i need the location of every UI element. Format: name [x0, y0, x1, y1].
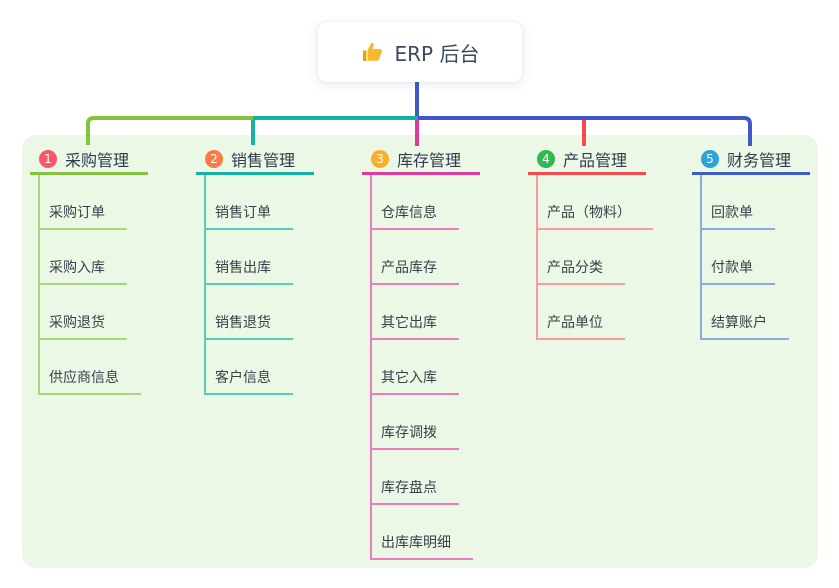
branch-children: 产品（物料） 产品分类产品单位 [528, 175, 698, 340]
child-row: 销售订单 [196, 175, 366, 230]
child-row: 其它出库 [362, 285, 532, 340]
child-row: 产品分类 [528, 230, 698, 285]
child-node[interactable]: 其它入库 [370, 367, 459, 395]
child-row: 供应商信息 [30, 340, 200, 395]
branch-badge-3: 3 [371, 149, 389, 168]
child-node-label: 供应商信息 [49, 370, 119, 386]
child-row: 销售退货 [196, 285, 366, 340]
branch-node-1[interactable]: 1 采购管理 [30, 145, 148, 175]
child-node[interactable]: 仓库信息 [370, 202, 459, 230]
child-row: 结算账户 [692, 285, 839, 340]
child-node[interactable]: 库存盘点 [370, 477, 459, 505]
branch-node-4[interactable]: 4 产品管理 [528, 145, 646, 175]
child-node[interactable]: 客户信息 [204, 367, 293, 395]
child-connector-vline [536, 175, 538, 338]
child-row: 库存盘点 [362, 450, 532, 505]
child-node[interactable]: 销售订单 [204, 202, 293, 230]
child-node[interactable]: 库存调拨 [370, 422, 459, 450]
branch-label: 采购管理 [65, 150, 130, 170]
child-node-label: 库存盘点 [381, 480, 437, 496]
child-node[interactable]: 销售出库 [204, 257, 293, 285]
child-row: 其它入库 [362, 340, 532, 395]
branch-column-4: 4 产品管理产品（物料） 产品分类产品单位 [528, 145, 698, 340]
child-node[interactable]: 采购退货 [38, 312, 127, 340]
child-connector-vline [370, 175, 372, 558]
child-node-label: 销售出库 [215, 260, 271, 276]
child-row: 采购入库 [30, 230, 200, 285]
child-row: 采购订单 [30, 175, 200, 230]
branch-badge-1: 1 [39, 149, 57, 168]
child-connector-vline [700, 175, 702, 338]
connector-blue [415, 82, 752, 146]
child-row: 销售出库 [196, 230, 366, 285]
child-node-label: 其它出库 [381, 315, 437, 331]
mindmap-panel [22, 135, 818, 568]
child-row: 采购退货 [30, 285, 200, 340]
child-node[interactable]: 销售退货 [204, 312, 293, 340]
child-node-label: 库存调拨 [381, 425, 437, 441]
child-node-label: 结算账户 [711, 315, 767, 331]
child-row: 产品库存 [362, 230, 532, 285]
child-node[interactable]: 结算账户 [700, 312, 789, 340]
branch-children: 仓库信息产品库存其它出库其它入库库存调拨库存盘点出库库明细 [362, 175, 532, 560]
root-node-label: ERP 后台 [394, 41, 480, 66]
branch-children: 回款单付款单结算账户 [692, 175, 839, 340]
child-row: 出库库明细 [362, 505, 532, 560]
child-row: 回款单 [692, 175, 839, 230]
branch-label: 库存管理 [397, 150, 462, 170]
child-node-label: 产品单位 [547, 315, 603, 331]
child-node[interactable]: 供应商信息 [38, 367, 141, 395]
branch-label: 销售管理 [231, 150, 296, 170]
branch-children: 采购订单采购入库采购退货供应商信息 [30, 175, 200, 395]
child-node-label: 采购退货 [49, 315, 105, 331]
branch-column-2: 2 销售管理销售订单销售出库销售退货客户信息 [196, 145, 366, 395]
branch-badge-2: 2 [205, 149, 223, 168]
child-node-label: 采购入库 [49, 260, 105, 276]
child-node-label: 产品（物料） [547, 205, 631, 221]
branch-node-3[interactable]: 3 库存管理 [362, 145, 480, 175]
branch-column-3: 3 库存管理仓库信息产品库存其它出库其它入库库存调拨库存盘点出库库明细 [362, 145, 532, 560]
branch-badge-4: 4 [537, 149, 555, 168]
connector-lines [86, 82, 752, 146]
branch-column-1: 1 采购管理采购订单采购入库采购退货供应商信息 [30, 145, 200, 395]
child-node-label: 回款单 [711, 205, 753, 221]
child-node-label: 采购订单 [49, 205, 105, 221]
child-row: 客户信息 [196, 340, 366, 395]
child-row: 产品单位 [528, 285, 698, 340]
branch-badge-5: 5 [701, 149, 719, 168]
child-node-label: 销售订单 [215, 205, 271, 221]
child-node[interactable]: 出库库明细 [370, 532, 473, 560]
child-node-label: 产品库存 [381, 260, 437, 276]
branch-label: 财务管理 [727, 150, 792, 170]
child-node[interactable]: 采购入库 [38, 257, 127, 285]
branch-label: 产品管理 [563, 150, 628, 170]
child-node-label: 销售退货 [215, 315, 271, 331]
child-node-label: 客户信息 [215, 370, 271, 386]
connector-teal [251, 116, 418, 145]
branch-children: 销售订单销售出库销售退货客户信息 [196, 175, 366, 395]
child-node[interactable]: 产品分类 [536, 257, 625, 285]
child-node-label: 付款单 [711, 260, 753, 276]
child-node-label: 出库库明细 [381, 535, 451, 551]
child-node-label: 仓库信息 [381, 205, 437, 221]
thumbs-up-icon [361, 40, 385, 64]
child-node[interactable]: 产品库存 [370, 257, 459, 285]
branch-node-5[interactable]: 5 财务管理 [692, 145, 810, 175]
child-node[interactable]: 采购订单 [38, 202, 127, 230]
child-node[interactable]: 回款单 [700, 202, 775, 230]
child-node-label: 其它入库 [381, 370, 437, 386]
child-node[interactable]: 产品单位 [536, 312, 625, 340]
child-row: 库存调拨 [362, 395, 532, 450]
branch-node-2[interactable]: 2 销售管理 [196, 145, 314, 175]
child-node[interactable]: 其它出库 [370, 312, 459, 340]
child-node[interactable]: 产品（物料） [536, 202, 653, 230]
child-row: 付款单 [692, 230, 839, 285]
child-row: 仓库信息 [362, 175, 532, 230]
connector-green [86, 116, 253, 145]
child-row: 产品（物料） [528, 175, 698, 230]
root-node-erp[interactable]: ERP 后台 [318, 22, 522, 82]
branch-column-5: 5 财务管理回款单付款单结算账户 [692, 145, 839, 340]
child-node-label: 产品分类 [547, 260, 603, 276]
child-node[interactable]: 付款单 [700, 257, 775, 285]
